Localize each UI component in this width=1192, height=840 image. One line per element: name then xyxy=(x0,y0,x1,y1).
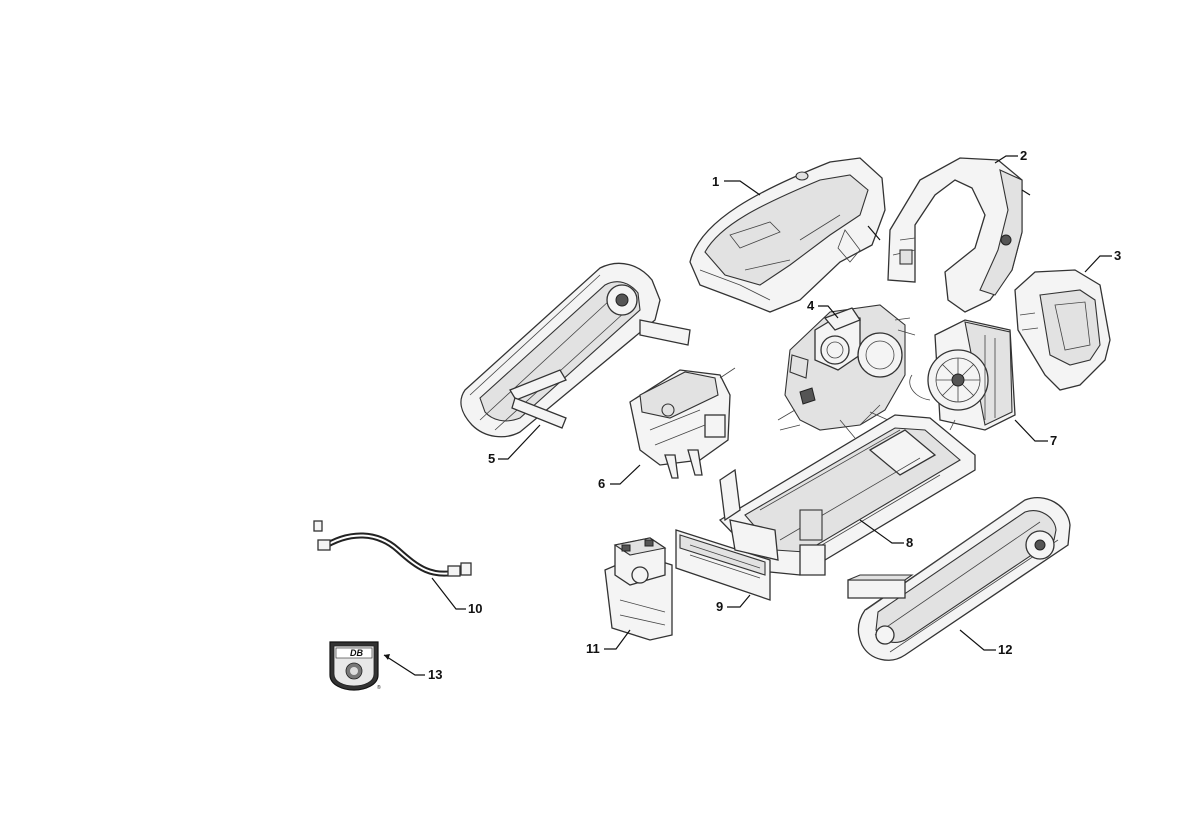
callout-2: 2 xyxy=(1020,148,1027,163)
radiator-fan-part xyxy=(910,320,1015,430)
hood-part xyxy=(690,158,885,312)
callout-6: 6 xyxy=(598,476,605,491)
badge-brand-text: DB xyxy=(350,648,363,658)
hose-part xyxy=(314,521,471,576)
rear-cover-part xyxy=(1015,270,1110,390)
callout-10: 10 xyxy=(468,601,482,616)
front-blade-part xyxy=(676,520,778,600)
callout-5: 5 xyxy=(488,451,495,466)
badge-part: DB ® xyxy=(330,642,381,691)
callout-9: 9 xyxy=(716,599,723,614)
callout-3: 3 xyxy=(1114,248,1121,263)
callout-7: 7 xyxy=(1050,433,1057,448)
callout-4: 4 xyxy=(807,298,815,313)
callout-13: 13 xyxy=(428,667,442,682)
callout-8: 8 xyxy=(906,535,913,550)
hydraulic-unit-part xyxy=(630,368,735,478)
battery-tray-part xyxy=(605,538,672,640)
callout-11: 11 xyxy=(586,641,600,656)
callout-12: 12 xyxy=(998,642,1012,657)
roll-frame-part xyxy=(888,158,1030,312)
callout-1: 1 xyxy=(712,174,719,189)
badge-registered-mark: ® xyxy=(377,684,381,691)
